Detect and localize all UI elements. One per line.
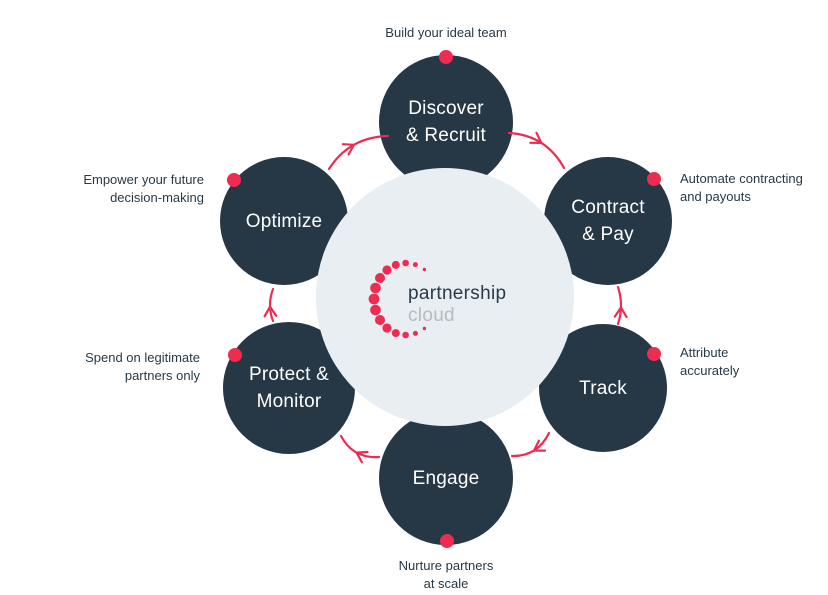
- node-marker-dot-discover: [439, 50, 453, 64]
- node-label: Protect &: [249, 364, 329, 385]
- node-discover-recruit: Discover & Recruit: [379, 55, 513, 189]
- node-marker-dot-protect: [228, 348, 242, 362]
- node-label: Contract: [571, 197, 645, 218]
- node-label: Engage: [412, 467, 480, 489]
- node-label: Track: [579, 377, 627, 399]
- logo-wordmark-partnership: partnership: [408, 283, 507, 304]
- caption-engage: Nurture partners at scale: [398, 558, 494, 591]
- node-label: & Pay: [582, 224, 634, 245]
- flow-arrow-track-to-engage: [510, 431, 551, 458]
- logo-wordmark-cloud: cloud: [408, 305, 455, 326]
- caption-track: Attribute accurately: [680, 345, 740, 378]
- flow-arrow-optimize-to-discover: [327, 134, 390, 171]
- flow-arrow-protect-to-optimize: [263, 287, 278, 323]
- arrowhead-icon: [341, 143, 355, 156]
- node-marker-dot-contract: [647, 172, 661, 186]
- caption-discover-recruit: Build your ideal team: [385, 25, 507, 40]
- caption-optimize: Empower your future decision-making: [83, 172, 204, 205]
- node-marker-dot-engage: [440, 534, 454, 548]
- flow-arrow-track-to-contract: [613, 285, 628, 326]
- arrowhead-icon: [263, 305, 278, 318]
- caption-contract-pay: Automate contracting and payouts: [680, 171, 803, 204]
- node-label: Discover: [408, 98, 484, 119]
- center-circle: [316, 168, 574, 426]
- node-label: Optimize: [245, 210, 323, 232]
- caption-protect-monitor: Spend on legitimate partners only: [85, 350, 200, 383]
- arrowhead-icon: [613, 306, 628, 319]
- flow-arrow-discover-to-contract: [507, 131, 566, 170]
- arrowhead-icon: [529, 131, 543, 144]
- flow-arrow-engage-to-protect: [339, 434, 381, 464]
- node-engage: Engage: [379, 411, 513, 545]
- partnership-cloud-logo: partnership cloud: [408, 283, 506, 327]
- arrowhead-icon: [355, 450, 369, 464]
- arrowhead-icon: [532, 439, 547, 452]
- node-marker-dot-optimize: [227, 173, 241, 187]
- node-label: Monitor: [256, 391, 322, 412]
- node-marker-dot-track: [647, 347, 661, 361]
- node-label: & Recruit: [406, 125, 486, 146]
